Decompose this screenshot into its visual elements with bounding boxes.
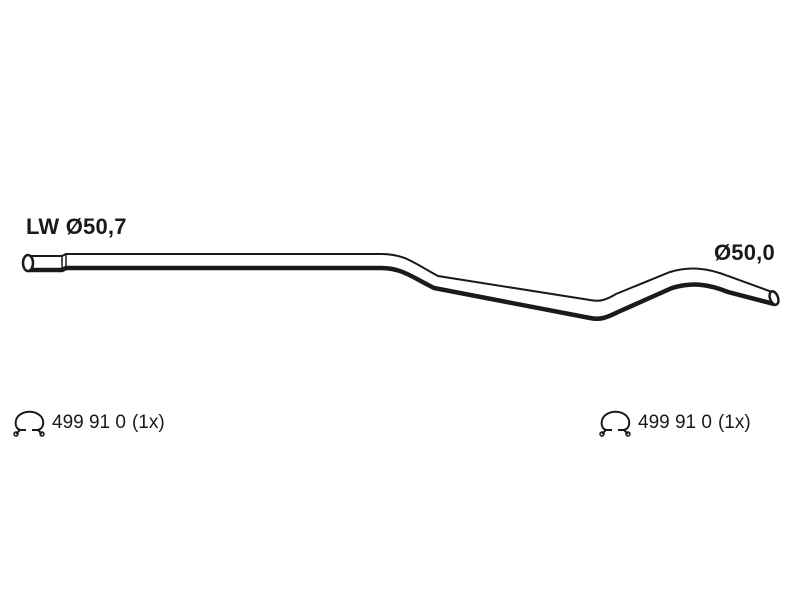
inlet-opening	[21, 253, 35, 273]
inlet-diameter-label: LW Ø50,7	[26, 214, 127, 239]
pipe-top-edge	[28, 253, 773, 302]
clamp-quantity: (1x)	[131, 412, 165, 433]
outlet-diameter-label: Ø50,0	[714, 240, 775, 265]
clamp-part-number: 499 91 0	[638, 412, 712, 433]
clamp-reference-left: 499 91 0 (1x)	[12, 408, 165, 438]
pipe-clamp-icon	[599, 410, 631, 437]
pipe-clamp-icon	[13, 410, 45, 437]
clamp-reference-right: 499 91 0 (1x)	[598, 408, 751, 438]
pipe-bottom-edge	[25, 265, 777, 321]
clamp-part-number: 499 91 0	[52, 412, 126, 433]
clamp-quantity: (1x)	[717, 412, 751, 433]
outlet-opening	[768, 290, 780, 306]
inlet-socket	[61, 254, 67, 271]
